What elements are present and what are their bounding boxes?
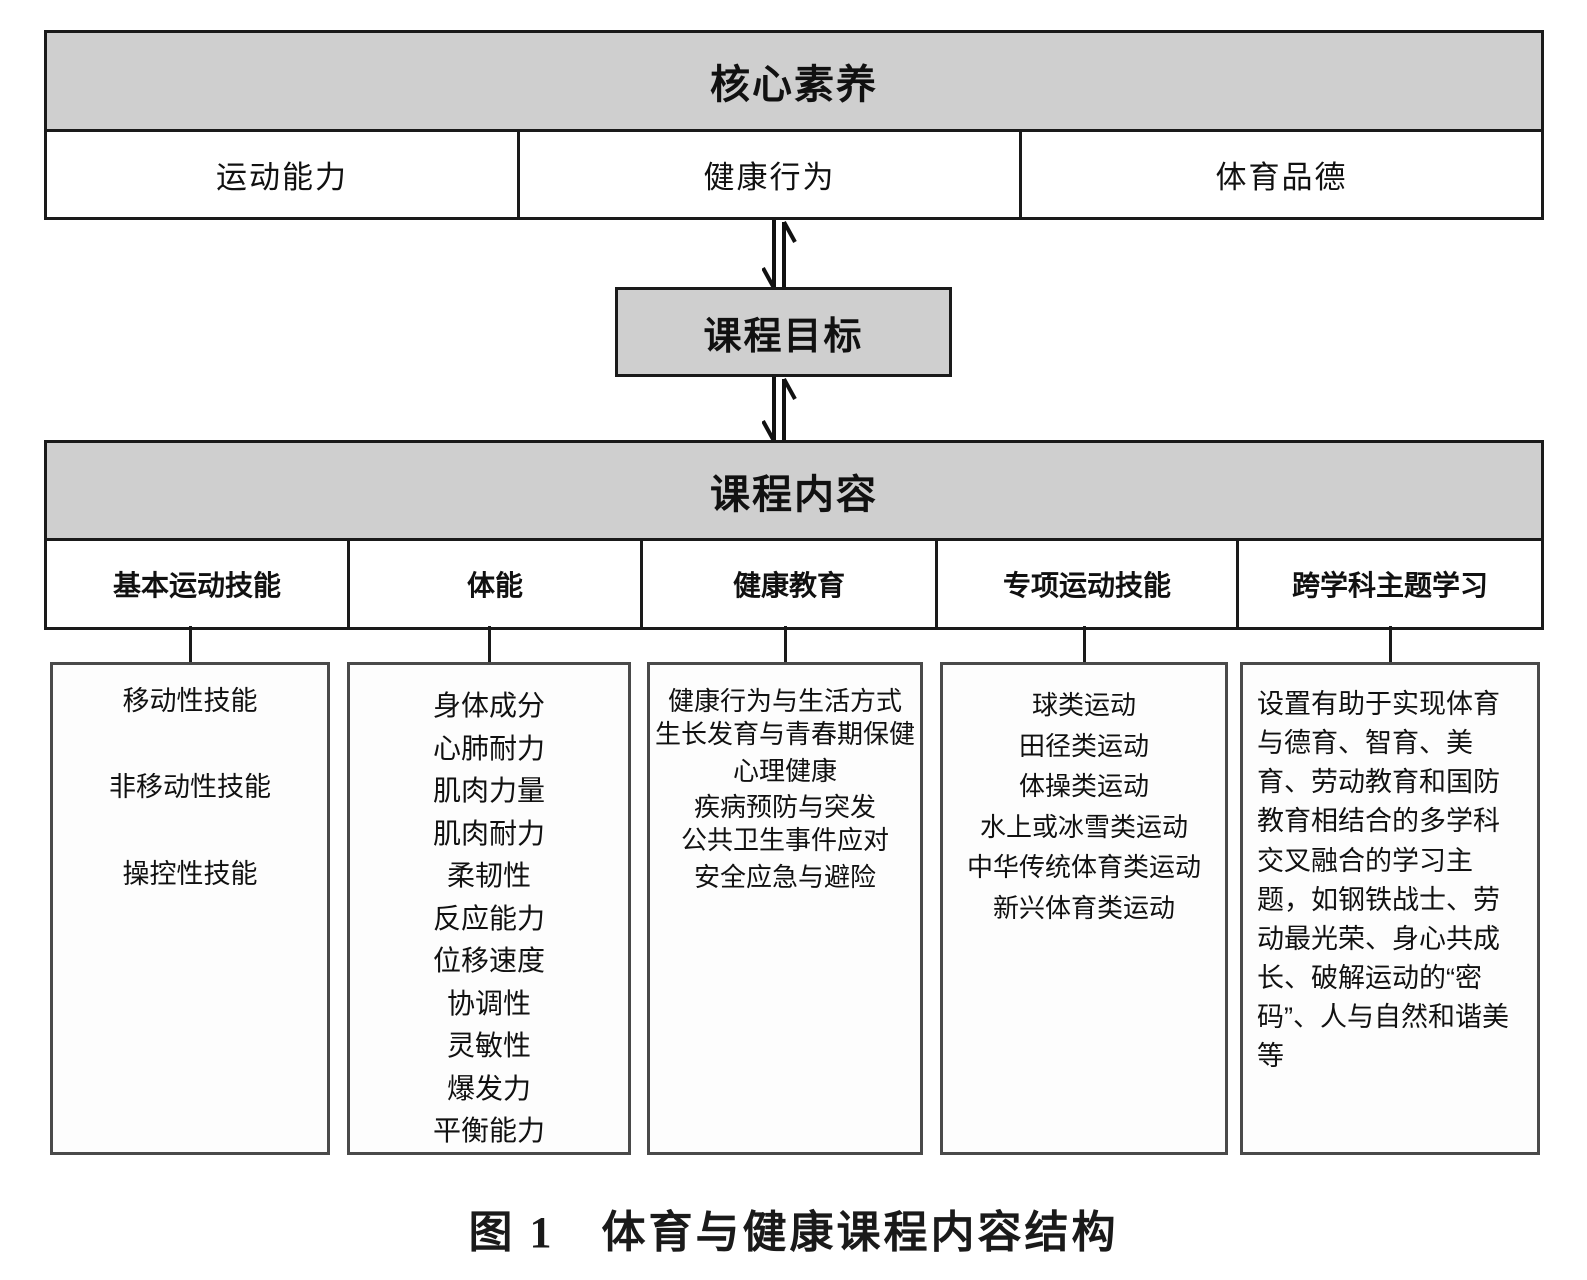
list-item: 生长发育与青春期保健 [654, 718, 915, 749]
list-item: 水上或冰雪类运动 [979, 811, 1188, 842]
leaf-box-interdisciplinary-themes: 设置有助于实现体育与德育、智育、美育、劳动教育和国防教育相结合的多学科交叉融合的… [1240, 662, 1540, 1155]
list-item: 球类运动 [1031, 690, 1136, 720]
content-column-header-interdisciplinary: 跨学科主题学习 [1239, 541, 1541, 627]
list-item: 灵敏性 [446, 1030, 531, 1062]
list-item: 非移动性技能 [109, 772, 271, 803]
core-competency-cell-health-behavior: 健康行为 [520, 132, 1022, 217]
double-headed-arrow-goal-to-content [762, 377, 802, 443]
connector-line-col3 [784, 626, 787, 664]
list-item: 安全应急与避险 [693, 861, 876, 892]
course-goal-box: 课程目标 [615, 287, 952, 377]
list-item: 健康行为与生活方式 [667, 686, 902, 716]
leaf-box-health-education: 健康行为与生活方式 生长发育与青春期保健 心理健康 疾病预防与突发 公共卫生事件… [647, 662, 923, 1155]
content-column-header-specialized-skills: 专项运动技能 [938, 541, 1239, 627]
connector-line-col1 [189, 626, 192, 664]
list-item: 中华传统体育类运动 [966, 852, 1201, 883]
double-headed-arrow-core-to-goal [762, 220, 802, 290]
core-competency-cell-sports-virtue: 体育品德 [1022, 132, 1541, 217]
list-item: 协调性 [446, 987, 531, 1019]
list-item: 位移速度 [432, 945, 545, 977]
course-content-header-row: 基本运动技能 体能 健康教育 专项运动技能 跨学科主题学习 [47, 541, 1541, 627]
list-item: 新兴体育类运动 [992, 892, 1175, 923]
list-item: 身体成分 [432, 690, 545, 721]
course-content-block: 课程内容 基本运动技能 体能 健康教育 专项运动技能 跨学科主题学习 [44, 440, 1544, 630]
list-item: 心肺耐力 [432, 732, 545, 764]
leaf-box-physical-fitness: 身体成分 心肺耐力 肌肉力量 肌肉耐力 柔韧性 反应能力 位移速度 协调性 灵敏… [347, 662, 631, 1155]
course-content-title: 课程内容 [47, 443, 1541, 541]
connector-line-col5 [1389, 626, 1392, 664]
list-item: 爆发力 [446, 1072, 531, 1104]
paragraph-text: 设置有助于实现体育与德育、智育、美育、劳动教育和国防教育相结合的多学科交叉融合的… [1257, 689, 1509, 1072]
list-item: 肌肉力量 [432, 775, 545, 807]
core-competency-block: 核心素养 运动能力 健康行为 体育品德 [44, 30, 1544, 220]
list-item: 平衡能力 [432, 1115, 545, 1147]
core-competency-cell-motor-ability: 运动能力 [47, 132, 520, 217]
list-item: 田径类运动 [1018, 730, 1149, 761]
leaf-box-basic-motor-skills: 移动性技能 非移动性技能 操控性技能 [50, 662, 330, 1155]
list-item: 心理健康 [732, 755, 837, 786]
content-column-header-physical-fitness: 体能 [350, 541, 643, 627]
list-item: 移动性技能 [122, 686, 258, 716]
list-item: 公共卫生事件应对 [680, 824, 889, 855]
content-column-header-basic-motor-skills: 基本运动技能 [47, 541, 350, 627]
core-competency-title: 核心素养 [47, 33, 1541, 132]
list-item: 反应能力 [432, 902, 545, 934]
leaf-box-specialized-sports-skills: 球类运动 田径类运动 体操类运动 水上或冰雪类运动 中华传统体育类运动 新兴体育… [940, 662, 1228, 1155]
core-competency-row: 运动能力 健康行为 体育品德 [47, 132, 1541, 217]
connector-line-col2 [488, 626, 491, 664]
list-item: 柔韧性 [446, 860, 531, 892]
list-item: 疾病预防与突发 [693, 792, 876, 823]
figure-caption: 图 1 体育与健康课程内容结构 [468, 1208, 1119, 1257]
list-item: 操控性技能 [122, 858, 258, 889]
connector-line-col4 [1083, 626, 1086, 664]
list-item: 体操类运动 [1018, 771, 1149, 802]
list-item: 肌肉耐力 [432, 817, 545, 849]
content-column-header-health-education: 健康教育 [643, 541, 938, 627]
